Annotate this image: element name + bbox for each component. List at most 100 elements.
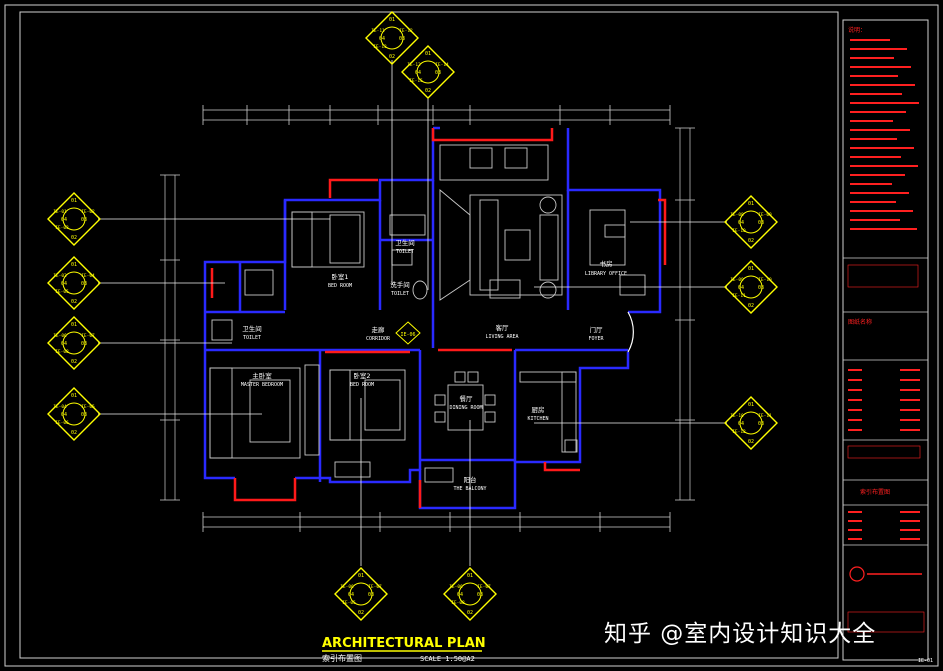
label-toilet-wash: 洗手间 — [390, 280, 410, 289]
index-tag-text: IE-06 — [55, 420, 69, 426]
index-tag-text: IE-05 — [81, 404, 95, 410]
index-tag-text: 01 — [358, 573, 364, 579]
index-tag-text: 03 — [81, 412, 87, 418]
index-tag-text: IE-15 — [409, 78, 423, 84]
index-tag-text: IE-09 — [758, 212, 772, 218]
dimension-lines — [164, 109, 691, 528]
index-tag-circle — [349, 582, 373, 606]
index-tag-text: IE-03 — [55, 225, 69, 231]
label-toilet-left-en: TOILET — [243, 335, 261, 341]
index-tag-diamond — [334, 567, 388, 621]
label-corridor: 走廊 — [372, 325, 386, 334]
index-tag-text: IE-07 — [81, 333, 95, 339]
index-tag-circle — [62, 331, 86, 355]
index-tag-diamond — [47, 387, 101, 441]
index-tag-text: 04 — [415, 70, 421, 76]
company-logo — [849, 566, 865, 582]
index-tag-text: IE-07 — [477, 584, 491, 590]
notes-heading: 说明： — [848, 26, 866, 34]
index-tag-text: 02 — [71, 235, 77, 241]
label-toilet-upper: 卫生间 — [395, 238, 415, 247]
index-tag-text: 03 — [435, 70, 441, 76]
index-tag-diamond — [724, 396, 778, 450]
label-living: 客厅 — [496, 323, 510, 332]
label-bedroom1-en: BED ROOM — [328, 283, 352, 289]
index-tag-diamond — [724, 195, 778, 249]
label-bedroom2: 卧室2 — [353, 371, 370, 380]
index-tag-text: IE-08 — [451, 600, 465, 606]
index-tag-text: 01 — [71, 198, 77, 204]
index-tag-text: 03 — [81, 217, 87, 223]
door-swing-arc — [627, 311, 634, 353]
drawing-title-block: ARCHITECTURAL PLAN 索引布置图 SCALE 1:50@A2 — [322, 636, 486, 663]
label-kitchen-en: KITCHEN — [527, 416, 548, 422]
watermark-text: 知乎 @室内设计知识大全 — [604, 621, 877, 647]
index-tag-text: IE-01 — [53, 209, 67, 215]
index-tag-text: 04 — [738, 421, 744, 427]
titleblock-section-name: 图纸名称 — [848, 318, 872, 326]
label-study: 书房 — [600, 259, 613, 268]
index-tag-text: 02 — [467, 610, 473, 616]
index-tag-text: 01 — [748, 201, 754, 207]
index-tag-text: 02 — [71, 359, 77, 365]
index-tag-text: IE-10 — [758, 277, 772, 283]
index-tag-text: 04 — [738, 220, 744, 226]
index-tag-text: IE-10 — [730, 413, 744, 419]
index-tag-text: 01 — [71, 322, 77, 328]
index-tag-diamond — [47, 316, 101, 370]
index-tag-text: 01 — [71, 262, 77, 268]
index-tag-text: 03 — [477, 592, 483, 598]
index-tag-text: IE-03 — [53, 273, 67, 279]
index-tag-text: IE-09 — [730, 277, 744, 283]
index-tag-text: 02 — [358, 610, 364, 616]
drawing-frame-outer — [4, 4, 939, 667]
windows — [210, 128, 667, 508]
index-tag-text: IE-05 — [342, 600, 356, 606]
index-tag-text: IE-11 — [758, 413, 772, 419]
index-tag-diamond — [724, 260, 778, 314]
index-tag-text: IE-14 — [435, 62, 449, 68]
index-tag-circle — [458, 582, 482, 606]
index-tag-text: 01 — [389, 17, 395, 23]
index-tag-text: IE-12 — [399, 28, 413, 34]
index-tag-diamond — [365, 11, 419, 65]
index-tag-circle — [62, 271, 86, 295]
index-tag-circle — [739, 411, 763, 435]
index-tag-text: 03 — [758, 285, 764, 291]
label-foyer-en: FOYER — [588, 336, 604, 342]
label-bedroom1: 卧室1 — [331, 272, 348, 281]
label-toilet-left: 卫生间 — [242, 324, 262, 333]
label-toilet-wash-en: TOILET — [391, 291, 409, 297]
drawing-title: ARCHITECTURAL PLAN — [322, 636, 486, 651]
label-dining-en: DINING ROOM — [449, 405, 482, 411]
index-tag-text: IE-10 — [732, 228, 746, 234]
index-tag-text: 03 — [81, 341, 87, 347]
index-tag-text: 03 — [81, 281, 87, 287]
index-tag-text: 04 — [61, 412, 67, 418]
index-tag-text: IE-11 — [371, 28, 385, 34]
label-dining: 餐厅 — [460, 394, 474, 403]
small-index-tag: IE-06 — [395, 321, 421, 345]
index-tag-text: IE-04 — [53, 404, 67, 410]
drawing-subtitle: 索引布置图 — [322, 653, 362, 663]
label-kitchen: 厨房 — [532, 405, 545, 414]
index-tag-diamond — [401, 45, 455, 99]
index-tag-text: 04 — [457, 592, 463, 598]
index-tag-diamond — [443, 567, 497, 621]
label-corridor-en: CORRIDOR — [366, 336, 391, 342]
notes-text-lines — [850, 39, 919, 230]
index-tag-diamond — [47, 192, 101, 246]
index-tag-circle — [739, 210, 763, 234]
svg-text:IE-06: IE-06 — [400, 332, 415, 338]
titleblock-rows-lower — [848, 511, 920, 540]
